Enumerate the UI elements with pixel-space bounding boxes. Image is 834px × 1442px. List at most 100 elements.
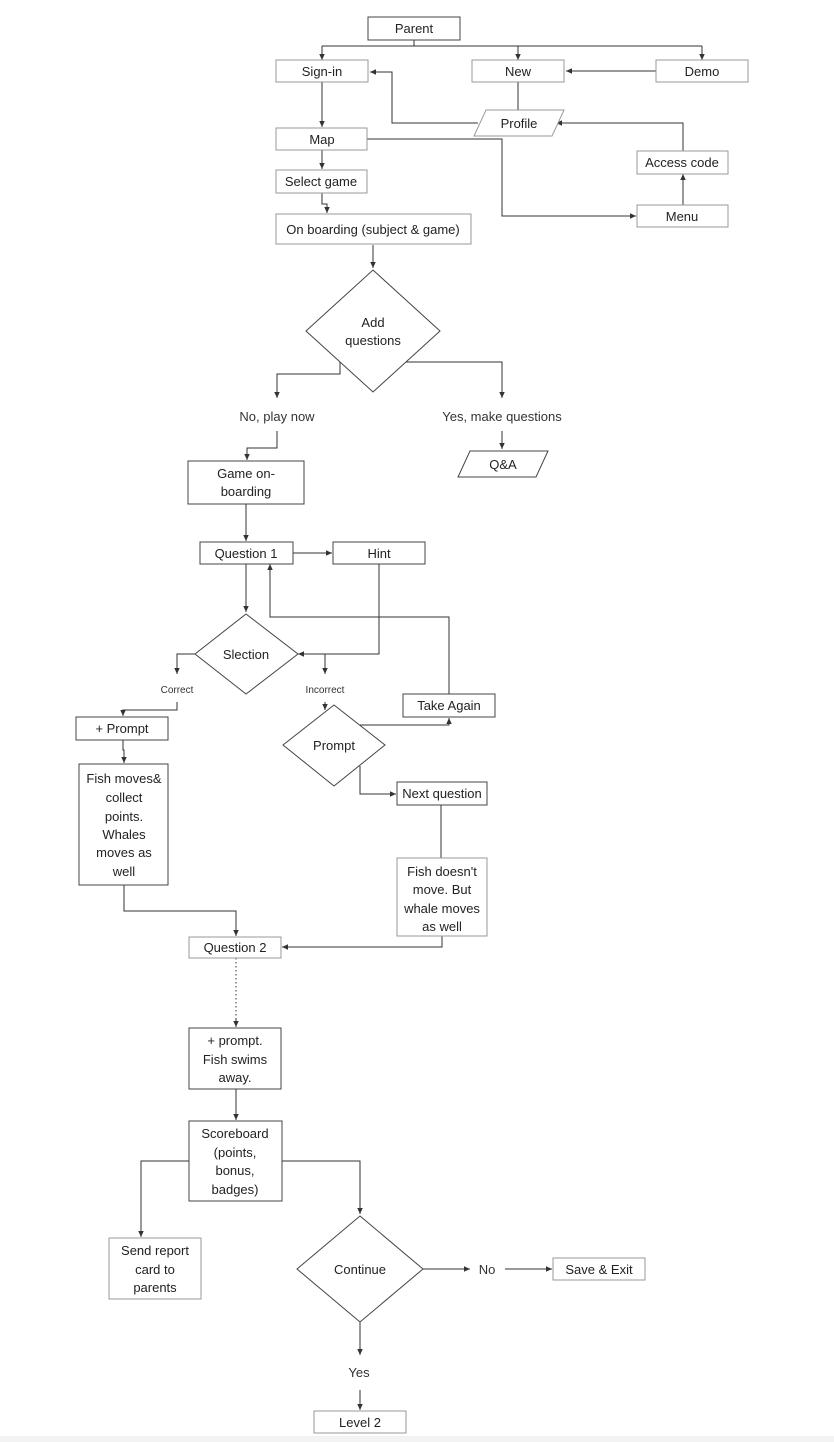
node-selection-label: Slection — [223, 647, 269, 662]
edge-select-onboarding — [321, 193, 330, 213]
edge-access-profile — [556, 120, 684, 151]
node-scoreboard-line4: badges) — [212, 1182, 259, 1197]
node-continue-label: Continue — [334, 1262, 386, 1277]
edge-addq-yes — [406, 361, 505, 398]
node-scoreboard-line3: bonus, — [215, 1163, 254, 1178]
edges — [120, 40, 705, 1410]
node-select-game-label: Select game — [285, 174, 357, 189]
node-question1-label: Question 1 — [215, 546, 278, 561]
edge-prompt-nextq — [359, 766, 396, 797]
node-sign-in-label: Sign-in — [302, 64, 342, 79]
node-continue: Continue — [296, 1215, 424, 1323]
node-hint-label: Hint — [367, 546, 391, 561]
node-map: Map — [275, 127, 368, 151]
node-next-question-label: Next question — [402, 786, 482, 801]
label-no: No — [479, 1262, 496, 1277]
edge-selection-incorrect — [298, 653, 328, 674]
node-game-onboarding: Game on- boarding — [187, 460, 305, 505]
node-parent: Parent — [367, 16, 461, 41]
node-level2-label: Level 2 — [339, 1415, 381, 1430]
label-yes: Yes — [348, 1365, 370, 1380]
label-incorrect: Incorrect — [306, 685, 345, 696]
edge-hint-selection — [298, 564, 380, 657]
node-prompt: Prompt — [282, 704, 386, 787]
node-new-label: New — [505, 64, 532, 79]
node-demo: Demo — [655, 59, 749, 83]
node-question1: Question 1 — [199, 541, 294, 565]
node-take-again: Take Again — [402, 693, 496, 718]
node-scoreboard-line1: Scoreboard — [201, 1126, 268, 1141]
node-question2: Question 2 — [188, 936, 282, 959]
edge-correct-plusprompt — [120, 702, 178, 716]
node-plus-prompt-label: + Prompt — [95, 721, 148, 736]
edge-scoreboard-report — [138, 1160, 189, 1237]
edge-fishdoesnt-q2 — [282, 936, 443, 950]
node-plus-prompt: + Prompt — [75, 716, 169, 741]
node-fish-doesnt-line4: as well — [422, 919, 462, 934]
node-plus-prompt-fish: + prompt. Fish swims away. — [188, 1027, 282, 1090]
node-fish-moves-line6: well — [112, 864, 136, 879]
node-add-questions-line2: questions — [345, 333, 401, 348]
node-profile-label: Profile — [501, 116, 538, 131]
edge-scoreboard-continue — [282, 1160, 363, 1214]
node-add-questions-line1: Add — [361, 315, 384, 330]
node-send-report: Send report card to parents — [108, 1237, 202, 1300]
node-new: New — [471, 59, 565, 83]
node-next-question: Next question — [396, 781, 488, 806]
node-question2-label: Question 2 — [204, 940, 267, 955]
node-menu: Menu — [636, 204, 729, 228]
node-selection: Slection — [194, 613, 299, 695]
edge-addq-no — [274, 362, 341, 398]
edge-plusprompt-fish — [121, 740, 127, 763]
node-qa: Q&A — [457, 450, 549, 478]
node-save-exit: Save & Exit — [552, 1257, 646, 1281]
node-on-boarding-label: On boarding (subject & game) — [286, 222, 459, 237]
node-fish-moves: Fish moves& collect points. Whales moves… — [78, 763, 169, 886]
node-profile: Profile — [473, 109, 565, 137]
node-fish-moves-line1: Fish moves& — [86, 771, 161, 786]
node-access-code: Access code — [636, 150, 729, 175]
node-scoreboard-line2: (points, — [214, 1145, 257, 1160]
node-send-report-line3: parents — [133, 1280, 177, 1295]
label-no-play-now: No, play now — [239, 409, 315, 424]
node-fish-doesnt-line2: move. But — [413, 882, 472, 897]
node-fish-moves-line2: collect — [106, 790, 143, 805]
edge-map-menu — [367, 138, 636, 219]
node-demo-label: Demo — [685, 64, 720, 79]
node-send-report-line1: Send report — [121, 1243, 189, 1258]
node-fish-doesnt: Fish doesn't move. But whale moves as we… — [396, 857, 488, 937]
label-correct: Correct — [161, 685, 194, 696]
node-select-game: Select game — [275, 169, 368, 194]
edge-prompt-takeagain — [360, 718, 452, 726]
node-scoreboard: Scoreboard (points, bonus, badges) — [188, 1120, 283, 1202]
node-qa-label: Q&A — [489, 457, 517, 472]
node-plus-prompt-fish-line1: + prompt. — [207, 1033, 262, 1048]
edge-profile-signin — [370, 69, 478, 124]
node-fish-doesnt-line3: whale moves — [403, 901, 480, 916]
edge-fish-q2 — [123, 885, 239, 936]
node-plus-prompt-fish-line3: away. — [219, 1070, 252, 1085]
node-game-onboarding-line2: boarding — [221, 484, 272, 499]
node-take-again-label: Take Again — [417, 698, 481, 713]
node-prompt-label: Prompt — [313, 738, 355, 753]
edge-no-gameonboarding — [244, 431, 278, 460]
node-hint: Hint — [332, 541, 426, 565]
node-fish-doesnt-line1: Fish doesn't — [407, 864, 477, 879]
node-access-code-label: Access code — [645, 155, 719, 170]
node-sign-in: Sign-in — [275, 59, 369, 83]
node-menu-label: Menu — [666, 209, 699, 224]
label-yes-make-questions: Yes, make questions — [442, 409, 562, 424]
node-on-boarding: On boarding (subject & game) — [275, 213, 472, 245]
node-game-onboarding-line1: Game on- — [217, 466, 275, 481]
node-fish-moves-line4: Whales — [102, 827, 146, 842]
node-plus-prompt-fish-line2: Fish swims — [203, 1052, 268, 1067]
node-parent-label: Parent — [395, 21, 434, 36]
node-add-questions: Add questions — [305, 269, 441, 393]
edge-selection-correct — [174, 653, 195, 674]
node-level2: Level 2 — [313, 1410, 407, 1434]
node-send-report-line2: card to — [135, 1262, 175, 1277]
node-fish-moves-line3: points. — [105, 809, 143, 824]
bottom-strip — [0, 1436, 834, 1442]
node-save-exit-label: Save & Exit — [565, 1262, 633, 1277]
